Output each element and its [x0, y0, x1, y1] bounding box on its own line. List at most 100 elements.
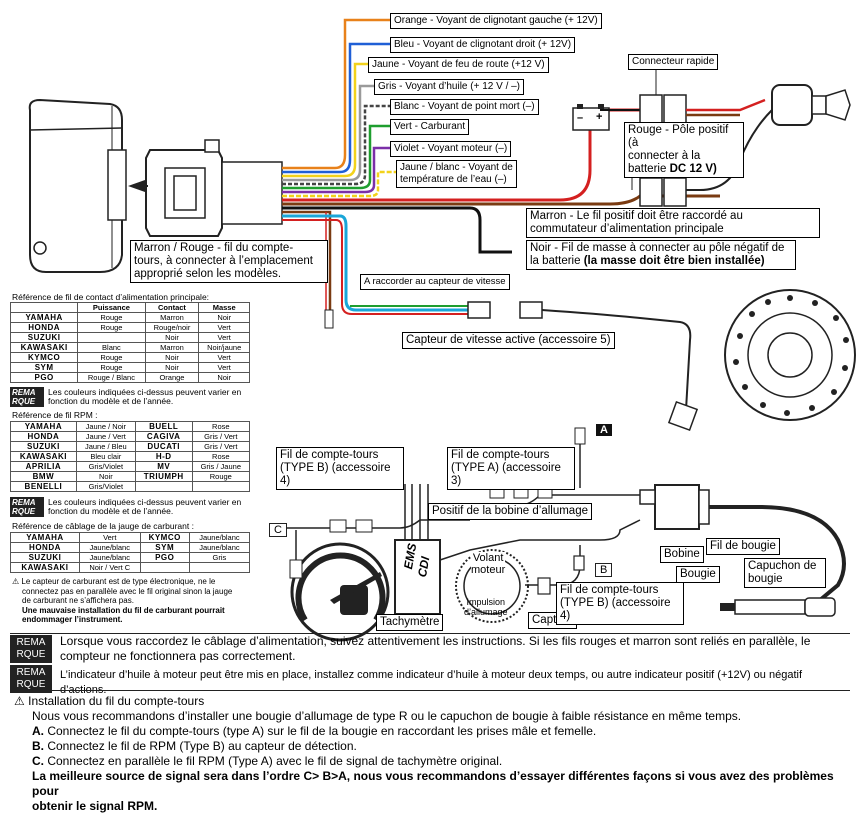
battery — [572, 104, 610, 131]
table-cell: BUELL — [134, 421, 193, 432]
table-cell: YAMAHA — [10, 421, 77, 432]
power-header-0 — [9, 302, 79, 313]
table-cell: Vert — [78, 532, 141, 543]
fuel-table-title: Référence de câblage de la jauge de carb… — [12, 521, 194, 531]
table-cell: Gris/Violet — [75, 481, 136, 492]
install-bold-line1: La meilleure source de signal sera dans … — [32, 769, 834, 798]
red-wire-label: Rouge - Pôle positif (à connecter à la b… — [624, 122, 744, 178]
brown-wire-line1: Marron - Le fil positif doit être raccor… — [530, 210, 743, 222]
install-b-key: B. — [32, 739, 44, 753]
flywheel-label: Volant moteur — [471, 552, 506, 576]
brown-red-line1: Marron / Rouge - fil du compte- — [134, 242, 294, 254]
table-cell: SUZUKI — [9, 332, 79, 343]
table-cell: KYMCO — [9, 352, 79, 363]
power-remark: Les couleurs indiquées ci-dessus peuvent… — [48, 387, 242, 406]
tach-b-line1: Fil de compte-tours — [280, 449, 379, 461]
tach-b-label: Fil de compte-tours (TYPE B) (accessoire… — [276, 447, 404, 490]
table-cell — [139, 562, 190, 573]
table-cell: Noir — [75, 471, 136, 482]
brown-wire-line2: commutateur d’alimentation principale — [530, 223, 724, 235]
table-cell — [77, 332, 146, 343]
install-c-text: Connectez en parallèle le fil RPM (Type … — [44, 754, 503, 768]
table-cell: Vert — [198, 322, 250, 333]
table-cell: Vert — [198, 362, 250, 373]
power-header-2: Contact — [144, 302, 200, 313]
black-wire-line2-bold: (la masse doit être bien installée) — [583, 255, 765, 267]
speed-sensor-active-label: Capteur de vitesse active (accessoire 5) — [402, 332, 615, 349]
fuel-warning: ⚠ Le capteur de carburant est de type él… — [12, 577, 262, 625]
table-cell: Marron — [144, 342, 200, 353]
meter-body — [28, 98, 127, 273]
table-cell: Noir — [144, 362, 200, 373]
table-cell: Gris — [188, 552, 251, 563]
red-wire-line3: batterie — [628, 163, 670, 175]
table-cell: PGO — [139, 552, 190, 563]
spark-cap-line1: Capuchon de — [748, 560, 817, 572]
table-cell: Gris / Jaune — [191, 461, 251, 472]
table-cell: BENELLI — [10, 481, 77, 492]
wire-label-yellow-white: Jaune / blanc - Voyant de température de… — [396, 160, 517, 188]
install-title: Installation du fil du compte-tours — [28, 694, 205, 708]
impulse-label: Impulsion d’allumage — [464, 597, 508, 617]
red-wire-line2: connecter à la — [628, 150, 701, 162]
table-cell: Rouge — [77, 352, 146, 363]
red-wire-line1: Rouge - Pôle positif (à — [628, 124, 729, 149]
table-cell: SUZUKI — [10, 441, 77, 452]
table-cell: HONDA — [9, 322, 79, 333]
fuel-warning-line5: endommager l’instrument. — [22, 615, 123, 624]
table-cell: Noir/jaune — [198, 342, 250, 353]
tach-b-line2: (TYPE B) (accessoire 4) — [280, 462, 391, 487]
remark-tag: REMA RQUE — [10, 635, 52, 663]
wire-label-yellow-white-line2: température de l’eau (–) — [400, 174, 507, 185]
table-cell: YAMAHA — [10, 532, 80, 543]
marker-c: C — [269, 523, 287, 537]
brown-red-wire-label: Marron / Rouge - fil du compte- tours, à… — [130, 240, 328, 283]
table-cell: PGO — [9, 372, 79, 383]
spark-wire-label: Fil de bougie — [706, 538, 780, 555]
table-cell — [188, 562, 251, 573]
table-cell: Jaune/blanc — [188, 542, 251, 553]
fuel-warning-line4: Une mauvaise installation du fil de carb… — [22, 605, 225, 615]
table-cell: KAWASAKI — [10, 562, 80, 573]
tach-b2-label: Fil de compte-tours (TYPE B) (accessoire… — [556, 582, 684, 625]
remark-1-line2: compteur ne fonctionnera pas correctemen… — [60, 649, 296, 663]
wire-label-yellow-white-line1: Jaune / blanc - Voyant de — [400, 162, 513, 173]
spark-cap-line2: bougie — [748, 573, 783, 585]
table-cell: SYM — [139, 542, 190, 553]
table-cell: HONDA — [10, 431, 77, 442]
install-bold-line2: obtenir le signal RPM. — [32, 799, 158, 813]
brake-disc-holes — [733, 295, 849, 416]
power-header-1: Puissance — [77, 302, 146, 313]
table-cell — [134, 481, 193, 492]
black-wire-line1: Noir - Fil de masse à connecter au pôle … — [530, 242, 785, 254]
quick-connector — [600, 70, 851, 207]
table-cell: CAGIVA — [134, 431, 193, 442]
table-cell: Jaune / Bleu — [75, 441, 136, 452]
table-cell: HONDA — [10, 542, 80, 553]
table-cell: Noir — [144, 332, 200, 343]
table-cell: Jaune / Vert — [75, 431, 136, 442]
table-cell: DUCATI — [134, 441, 193, 452]
table-cell: Jaune / Noir — [75, 421, 136, 432]
remark-tag: REMA RQUE — [10, 497, 44, 517]
divider — [10, 633, 850, 634]
remark-tag: REMA RQUE — [10, 387, 44, 407]
fuel-warning-line2: connectez pas en parallèle avec le fil o… — [22, 586, 233, 596]
table-cell — [191, 481, 251, 492]
table-cell: Vert — [198, 352, 250, 363]
table-cell: BMW — [10, 471, 77, 482]
speed-connector — [467, 301, 699, 432]
speed-sensor-connect-label: A raccorder au capteur de vitesse — [360, 274, 510, 290]
battery-plus: + — [596, 111, 603, 123]
spark-plug-label: Bougie — [676, 566, 720, 583]
table-cell: Rose — [191, 421, 251, 432]
fuel-warning-line3: de carburant ne s’affichera pas. — [22, 596, 134, 605]
red-wire-line3-bold: DC 12 V) — [669, 163, 717, 175]
tach-a-line2: (TYPE A) (accessoire 3) — [451, 462, 561, 487]
marker-a: A — [596, 424, 612, 436]
install-intro: Nous vous recommandons d’installer une b… — [32, 709, 742, 723]
tach-b2-line2: (TYPE B) (accessoire 4) — [560, 597, 671, 622]
wire-label-grey: Gris - Voyant d’huile (+ 12 V / –) — [374, 79, 525, 95]
